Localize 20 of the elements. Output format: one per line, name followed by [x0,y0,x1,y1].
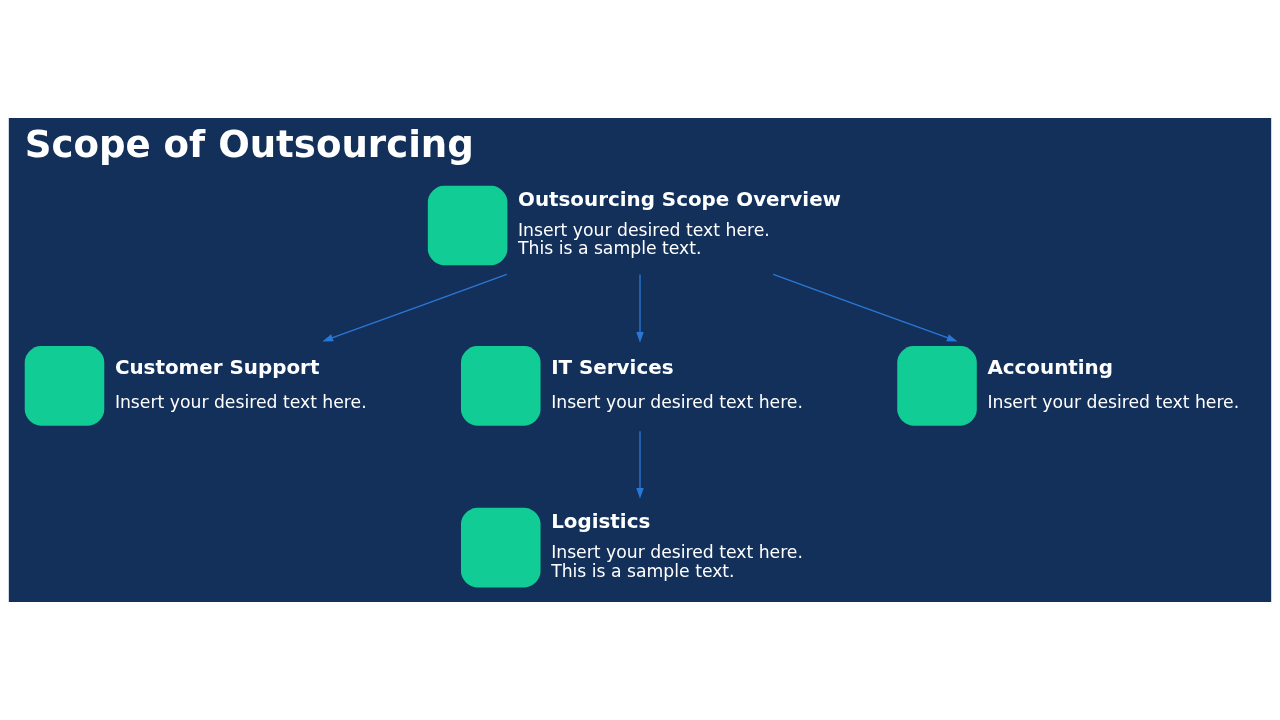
node-label: Logistics [551,510,651,534]
arrow [636,273,644,343]
node-label: Outsourcing Scope Overview [518,188,842,212]
diagram-title: Scope of Outsourcing [24,122,474,166]
node-box [897,346,977,426]
node-label: Insert your desired text here. This is a sample text. [551,542,803,581]
node-label: Insert your desired text here. [114,392,367,413]
node-box [461,346,541,426]
arrow [322,273,508,342]
node-label: Insert your desired text here. [987,392,1240,413]
node-label: Insert your desired text here. This is a sample text. [518,219,770,259]
node-label: Insert your desired text here. [551,392,803,413]
arrow [772,273,958,342]
node-label: Accounting [987,355,1114,379]
node-label: IT Services [551,355,674,379]
arrow [636,430,644,499]
node-box [427,185,508,266]
node-label: Customer Support [114,355,320,379]
node-box [461,507,541,588]
node-box [24,346,105,426]
